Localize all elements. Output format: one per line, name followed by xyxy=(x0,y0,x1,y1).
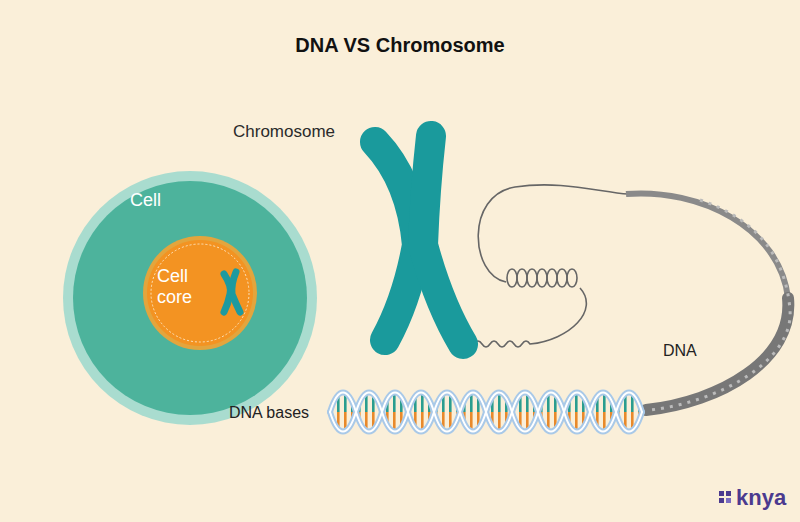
dna-label: DNA xyxy=(663,342,697,360)
cell-membrane xyxy=(63,171,317,425)
cell-core-circle: Cell core xyxy=(143,236,257,350)
dna-bases-label: DNA bases xyxy=(229,404,309,422)
node-outline xyxy=(225,118,480,358)
dna-base-pairs xyxy=(330,380,642,444)
cell-body xyxy=(73,181,307,415)
core-body xyxy=(147,240,253,346)
logo-icon xyxy=(719,491,731,503)
dna-ribbon-texture xyxy=(650,200,790,410)
chromosome-shape: Chromosome xyxy=(225,118,480,358)
logo-text: knya xyxy=(736,485,786,511)
dna-backbone xyxy=(330,393,642,432)
dna-ribbon xyxy=(646,298,788,410)
node-label: Cell core xyxy=(157,266,205,307)
dna-strand xyxy=(474,288,586,347)
chromosome-x xyxy=(375,136,463,344)
core-dashed-line xyxy=(151,244,249,342)
core-ring xyxy=(143,236,257,350)
small-chromosome xyxy=(224,272,240,312)
dna-strand xyxy=(478,185,628,282)
dna-ribbon xyxy=(626,193,788,298)
cell-circle: CellCell core xyxy=(62,170,318,426)
dna-coil xyxy=(507,269,577,287)
diagram-title: DNA VS Chromosome xyxy=(0,34,800,57)
node-label: Chromosome xyxy=(233,122,373,142)
node-label: Cell xyxy=(130,190,210,211)
